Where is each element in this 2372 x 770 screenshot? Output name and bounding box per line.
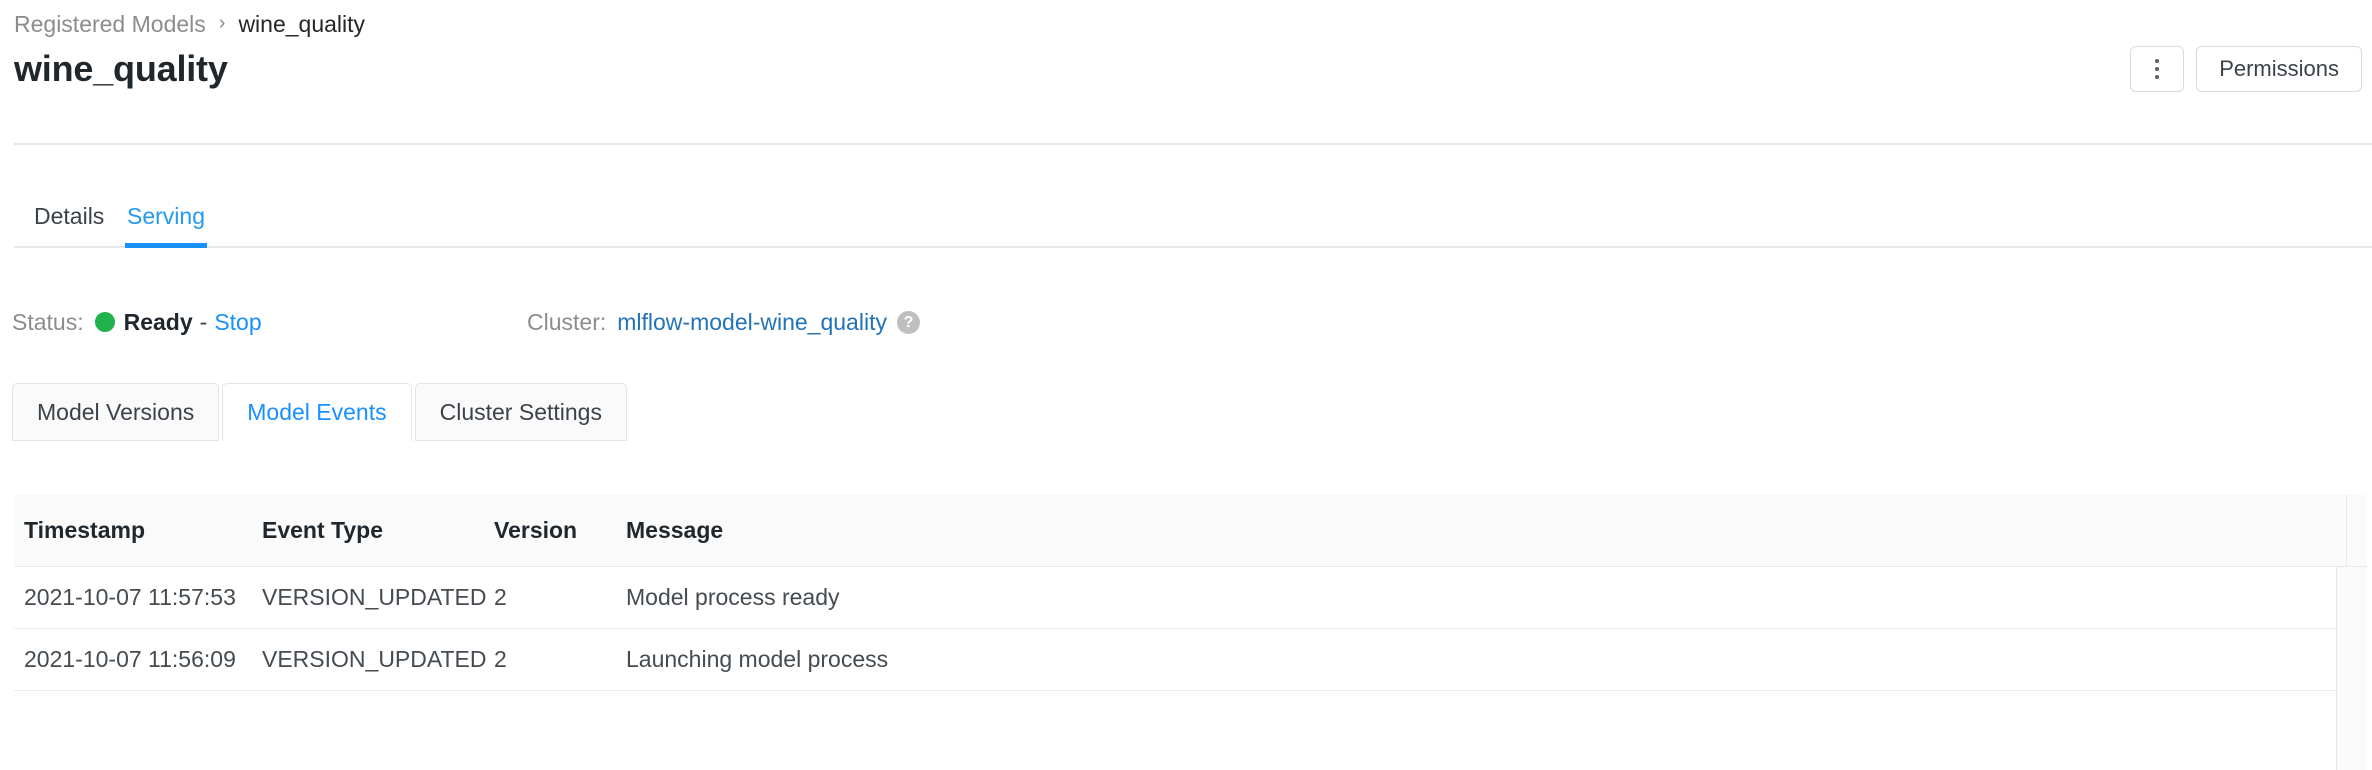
subtab-model-versions[interactable]: Model Versions: [12, 383, 220, 441]
title-actions: Permissions: [2130, 46, 2362, 92]
status-value: Ready: [123, 308, 193, 335]
help-circle-icon[interactable]: ?: [896, 310, 920, 334]
cell-event-type: VERSION_UPDATED: [262, 566, 494, 629]
status-separator: -: [199, 308, 208, 335]
cluster-link[interactable]: mlflow-model-wine_quality: [617, 308, 887, 335]
breadcrumb: Registered Models › wine_quality: [14, 8, 365, 40]
cell-message: Model process ready: [626, 566, 2347, 629]
cell-message: Launching model process: [626, 628, 2347, 691]
tabs-baseline: [14, 246, 2372, 248]
column-header-event-type[interactable]: Event Type: [262, 495, 494, 567]
page-title: wine_quality: [14, 48, 228, 89]
tab-details[interactable]: Details: [34, 202, 105, 229]
cell-timestamp: 2021-10-07 11:57:53: [14, 566, 262, 629]
vertical-dots-icon: [2155, 59, 2160, 79]
permissions-button[interactable]: Permissions: [2196, 46, 2362, 92]
column-header-version[interactable]: Version: [494, 495, 626, 567]
title-row: wine_quality Permissions: [14, 44, 2362, 94]
status-label: Status:: [12, 308, 84, 335]
overflow-menu-button[interactable]: [2130, 46, 2185, 92]
subtab-cluster-settings[interactable]: Cluster Settings: [414, 383, 627, 441]
status-row: Status: Ready - Stop: [12, 305, 262, 339]
model-events-table: Timestamp Event Type Version Message 202…: [14, 495, 2367, 691]
table-row[interactable]: 2021-10-07 11:57:53 VERSION_UPDATED 2 Mo…: [14, 566, 2367, 629]
cell-version: 2: [494, 628, 626, 691]
tab-serving[interactable]: Serving: [125, 184, 207, 248]
breadcrumb-current-model: wine_quality: [238, 11, 366, 37]
cluster-row: Cluster: mlflow-model-wine_quality ?: [527, 305, 920, 339]
subtab-model-events[interactable]: Model Events: [222, 383, 412, 441]
cell-timestamp: 2021-10-07 11:56:09: [14, 628, 262, 691]
serving-sub-tabs: Model Versions Model Events Cluster Sett…: [12, 383, 630, 441]
header-divider: [14, 143, 2372, 145]
breadcrumb-registered-models-link[interactable]: Registered Models: [14, 11, 206, 37]
table-body: 2021-10-07 11:57:53 VERSION_UPDATED 2 Mo…: [14, 566, 2367, 691]
stop-serving-link[interactable]: Stop: [214, 308, 262, 335]
column-header-spacer: [2346, 495, 2367, 567]
table-header-row: Timestamp Event Type Version Message: [14, 495, 2367, 567]
status-indicator-dot: [94, 312, 115, 332]
cell-event-type: VERSION_UPDATED: [262, 628, 494, 691]
cluster-label: Cluster:: [527, 308, 607, 335]
primary-tabs: Details Serving: [14, 182, 2372, 248]
cell-version: 2: [494, 566, 626, 629]
table-row[interactable]: 2021-10-07 11:56:09 VERSION_UPDATED 2 La…: [14, 628, 2367, 691]
column-header-message[interactable]: Message: [626, 495, 2347, 567]
column-header-timestamp[interactable]: Timestamp: [14, 495, 262, 567]
table-header: Timestamp Event Type Version Message: [14, 495, 2367, 567]
chevron-right-icon: ›: [218, 12, 226, 34]
model-events-table-wrapper: Timestamp Event Type Version Message 202…: [14, 495, 2367, 770]
table-vertical-scrollbar[interactable]: [2336, 567, 2367, 770]
